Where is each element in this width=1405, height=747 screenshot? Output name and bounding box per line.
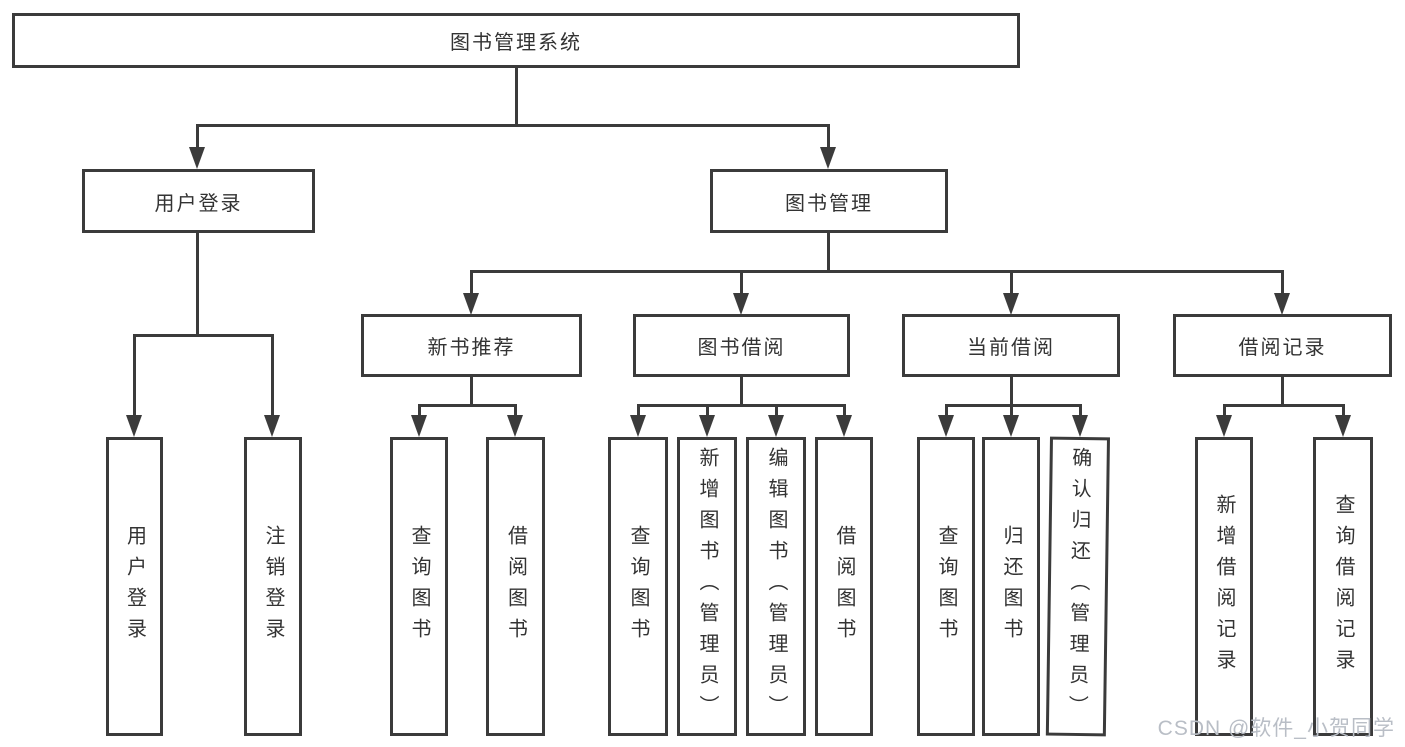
connector-line [706, 404, 709, 416]
leaf-borrow-edit-books-admin: 编辑图书（管理员） [746, 437, 806, 736]
arrow-down-icon [1072, 415, 1088, 437]
leaf-records-add-record: 新增借阅记录 [1195, 437, 1253, 736]
node-current-borrow: 当前借阅 [902, 314, 1120, 377]
connector-line [1281, 377, 1284, 406]
leaf-logout: 注销登录 [244, 437, 302, 736]
arrow-down-icon [699, 415, 715, 437]
arrow-down-icon [411, 415, 427, 437]
connector-line [1223, 404, 1226, 416]
node-user-login: 用户登录 [82, 169, 315, 233]
csdn-watermark: CSDN @软件_小贺同学 [1157, 717, 1395, 740]
arrow-down-icon [733, 293, 749, 315]
connector-line [637, 404, 640, 416]
connector-line [470, 270, 473, 295]
node-book-borrow: 图书借阅 [633, 314, 850, 377]
connector-line [1223, 404, 1345, 407]
connector-line [1342, 404, 1345, 416]
leaf-current-return-books: 归还图书 [982, 437, 1040, 736]
connector-line [196, 124, 199, 148]
connector-line [470, 377, 473, 406]
leaf-records-query-record: 查询借阅记录 [1313, 437, 1373, 736]
arrow-down-icon [1003, 293, 1019, 315]
connector-line [418, 404, 421, 416]
arrow-down-icon [820, 147, 836, 169]
connector-line [740, 270, 743, 295]
connector-line [843, 404, 846, 416]
arrow-down-icon [1003, 415, 1019, 437]
arrow-down-icon [768, 415, 784, 437]
connector-line [196, 124, 830, 127]
connector-line [775, 404, 778, 416]
node-new-book-recommend: 新书推荐 [361, 314, 582, 377]
connector-line [514, 404, 517, 416]
connector-line [945, 404, 1082, 407]
arrow-down-icon [264, 415, 280, 437]
connector-line [1079, 404, 1082, 416]
connector-line [133, 334, 273, 337]
connector-line [418, 404, 516, 407]
arrow-down-icon [1274, 293, 1290, 315]
connector-line [1010, 404, 1013, 416]
leaf-borrow-borrow-books: 借阅图书 [815, 437, 873, 736]
arrow-down-icon [189, 147, 205, 169]
arrow-down-icon [1216, 415, 1232, 437]
connector-line [515, 68, 518, 126]
connector-line [133, 334, 136, 417]
connector-line [1010, 270, 1013, 295]
leaf-borrow-query-books: 查询图书 [608, 437, 668, 736]
arrow-down-icon [938, 415, 954, 437]
leaf-current-confirm-return-admin: 确认归还（管理员） [1045, 436, 1110, 737]
connector-line [470, 270, 1283, 273]
leaf-reco-borrow-books: 借阅图书 [486, 437, 545, 736]
connector-line [271, 334, 274, 417]
connector-line [1281, 270, 1284, 295]
arrow-down-icon [126, 415, 142, 437]
connector-line [196, 233, 199, 334]
leaf-user-login: 用户登录 [106, 437, 163, 736]
node-library-management-system: 图书管理系统 [12, 13, 1020, 68]
arrow-down-icon [463, 293, 479, 315]
connector-line [827, 124, 830, 148]
node-book-management: 图书管理 [710, 169, 948, 233]
leaf-reco-query-books: 查询图书 [390, 437, 448, 736]
connector-line [827, 233, 830, 272]
arrow-down-icon [630, 415, 646, 437]
arrow-down-icon [836, 415, 852, 437]
connector-line [945, 404, 948, 416]
arrow-down-icon [507, 415, 523, 437]
arrow-down-icon [1335, 415, 1351, 437]
leaf-current-query-books: 查询图书 [917, 437, 975, 736]
connector-line [1010, 377, 1013, 406]
node-borrow-records: 借阅记录 [1173, 314, 1392, 377]
connector-line [637, 404, 845, 407]
connector-line [740, 377, 743, 406]
leaf-borrow-add-books-admin: 新增图书（管理员） [677, 437, 737, 736]
